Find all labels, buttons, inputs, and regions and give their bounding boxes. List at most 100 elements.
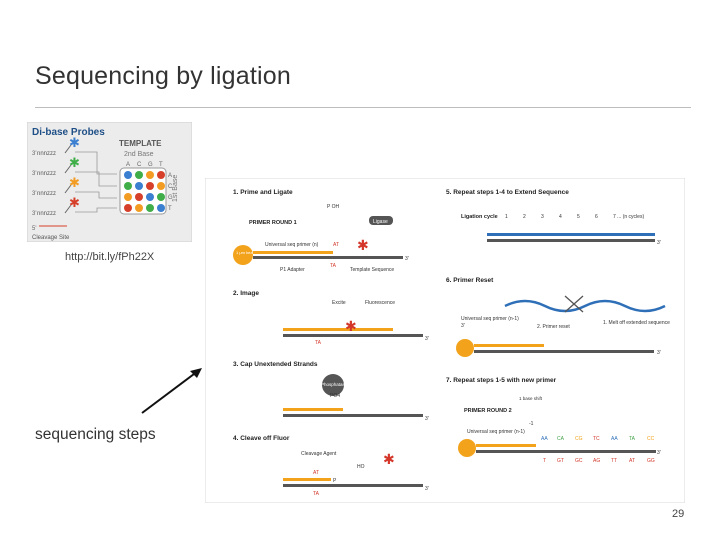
svg-text:4. Cleave off Fluor: 4. Cleave off Fluor [233,435,290,442]
svg-text:7. Repeat steps 1-5 with new p: 7. Repeat steps 1-5 with new primer [446,377,557,384]
svg-text:-1: -1 [529,421,534,427]
svg-text:3': 3' [461,323,465,329]
col-g: G [148,162,153,168]
svg-text:nnnzzz: nnnzzz [37,151,56,157]
svg-text:✱: ✱ [69,195,80,210]
svg-text:5. Repeat steps 1-4 to Extend: 5. Repeat steps 1-4 to Extend Sequence [446,189,569,196]
svg-text:5': 5' [32,226,36,232]
svg-text:1. Prime and Ligate: 1. Prime and Ligate [233,189,293,196]
svg-text:3: 3 [541,214,544,220]
svg-text:3': 3' [32,171,36,177]
svg-text:6. Primer Reset: 6. Primer Reset [446,277,494,284]
svg-text:GG: GG [647,458,655,464]
svg-text:AT: AT [629,458,635,464]
svg-text:TT: TT [611,458,617,464]
svg-text:GT: GT [557,458,564,464]
svg-text:2: 2 [523,214,526,220]
svg-text:Cleavage Site: Cleavage Site [32,235,70,241]
svg-text:AT: AT [333,242,339,248]
svg-text:5: 5 [577,214,580,220]
svg-text:3. Cap Unextended Strands: 3. Cap Unextended Strands [233,361,318,368]
svg-text:T: T [543,458,546,464]
svg-text:AT: AT [313,470,319,476]
source-link[interactable]: http://bit.ly/fPh22X [65,251,155,263]
col-c: C [137,162,142,168]
svg-text:PO4: PO4 [330,393,340,399]
svg-text:✱: ✱ [357,237,369,253]
svg-text:1: 1 [505,214,508,220]
svg-text:TC: TC [593,436,600,442]
svg-text:3': 3' [657,450,661,456]
svg-text:AA: AA [611,436,618,442]
svg-text:CG: CG [575,436,583,442]
svg-text:3': 3' [32,191,36,197]
svg-text:3': 3' [32,151,36,157]
svg-text:✱: ✱ [383,451,395,467]
color-matrix [124,171,165,212]
svg-text:Universal seq primer (n-1): Universal seq primer (n-1) [461,316,519,322]
svg-text:3': 3' [405,256,409,262]
step-3-cap-unextended: 3. Cap Unextended Strands Phosphatase PO… [233,361,429,422]
col-a: A [126,162,130,168]
row-g: G [168,195,173,201]
svg-text:nnnzzz: nnnzzz [37,171,56,177]
svg-text:Universal seq primer (n): Universal seq primer (n) [265,242,319,248]
svg-text:3': 3' [425,336,429,342]
step-1-prime-and-ligate: 1. Prime and Ligate PRIMER ROUND 1 P OH … [233,189,409,273]
di-base-probes-figure: Di-base Probes TEMPLATE 2nd Base 1st Bas… [27,122,192,242]
svg-text:nnnzzz: nnnzzz [37,211,56,217]
svg-text:2. Primer reset: 2. Primer reset [537,324,570,330]
steps-caption: sequencing steps [35,426,156,443]
svg-text:PRIMER ROUND 1: PRIMER ROUND 1 [249,220,297,226]
svg-text:4: 4 [559,214,562,220]
second-base-label: 2nd Base [124,151,154,158]
svg-text:TA: TA [629,436,636,442]
svg-text:3': 3' [425,486,429,492]
step-5-extend-sequence: 5. Repeat steps 1-4 to Extend Sequence L… [446,189,661,246]
svg-text:1. Melt off extended sequence: 1. Melt off extended sequence [603,320,670,326]
svg-text:3': 3' [425,416,429,422]
svg-text:P1 Adapter: P1 Adapter [280,267,305,273]
title-divider [35,107,691,108]
svg-text:nnnzzz: nnnzzz [37,191,56,197]
first-base-label: 1st Base [172,175,179,202]
svg-text:2. Image: 2. Image [233,290,259,297]
svg-text:1 base shift: 1 base shift [519,396,543,401]
svg-text:HO: HO [357,464,365,470]
row-c: C [168,184,173,190]
svg-text:GC: GC [575,458,583,464]
row-a: A [168,173,172,179]
svg-text:✱: ✱ [69,135,80,150]
svg-text:Fluorescence: Fluorescence [365,300,395,306]
step-7-new-primer: 7. Repeat steps 1-5 with new primer PRIM… [446,377,661,464]
col-t: T [159,162,163,168]
sequencing-steps-figure: 1. Prime and Ligate PRIMER ROUND 1 P OH … [205,178,685,503]
svg-text:CC: CC [647,436,655,442]
probe-connectors [75,151,117,213]
svg-text:7 ... (n cycles): 7 ... (n cycles) [613,214,644,220]
svg-text:✱: ✱ [345,318,357,334]
slide-title: Sequencing by ligation [35,62,291,90]
svg-text:Ligation cycle: Ligation cycle [461,214,498,220]
probe-list: 3' nnnzzz ✱ 3' nnnzzz ✱ 3' nnnzzz ✱ 3' n… [32,135,80,241]
svg-text:3': 3' [657,240,661,246]
svg-text:TA: TA [313,491,320,497]
page-number: 29 [672,508,685,520]
svg-text:P OH: P OH [327,204,340,210]
step-2-image: 2. Image Excite Fluorescence ✱ TA 3' [233,290,429,346]
svg-text:AA: AA [541,436,548,442]
svg-text:Ligase: Ligase [373,219,388,225]
svg-text:6: 6 [595,214,598,220]
template-label: TEMPLATE [119,139,162,148]
svg-text:TA: TA [315,340,322,346]
svg-text:Excite: Excite [332,300,346,306]
svg-text:3': 3' [32,211,36,217]
svg-text:PRIMER ROUND 2: PRIMER ROUND 2 [464,408,512,414]
step-4-cleave-fluor: 4. Cleave off Fluor Cleavage Agent HO ✱ … [233,435,429,497]
svg-text:Cleavage Agent: Cleavage Agent [301,451,337,457]
svg-text:Universal seq primer (n-1): Universal seq primer (n-1) [467,429,525,435]
svg-text:3': 3' [657,350,661,356]
svg-text:AG: AG [593,458,600,464]
probes-title: Di-base Probes [32,127,105,138]
svg-text:Phosphatase: Phosphatase [321,382,348,387]
